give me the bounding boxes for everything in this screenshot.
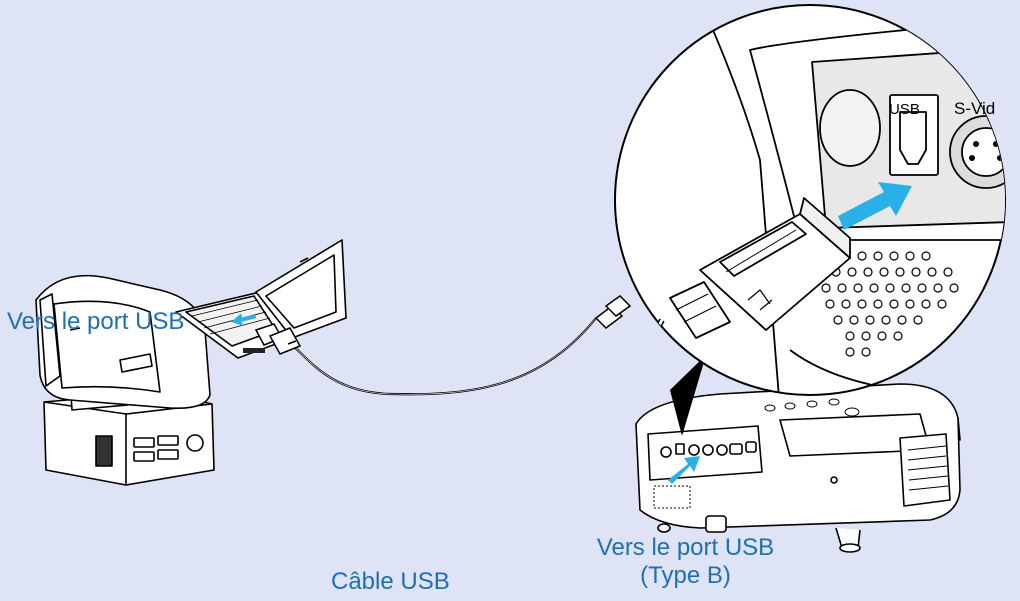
projector-port-label: Vers le port USB (Type B) [578,534,793,590]
pc-port-label: Vers le port USB [7,308,185,335]
zoom-detail-inset [614,4,1006,396]
usb-cable-label: Câble USB [331,568,450,595]
usb-cable-icon [254,295,632,396]
projector-port-label-line2: (Type B) [640,562,731,589]
direction-arrow-icon [231,182,912,484]
desktop-computer-icon [35,274,215,486]
usb-port-label: USB [889,101,920,118]
zoom-callout-pointer [670,355,706,436]
projector-port-label-line1: Vers le port USB [596,534,775,561]
usb-type-b-plug-icon [651,197,851,362]
svideo-port-label: S-Vid [954,99,996,118]
projector-icon [635,383,961,553]
